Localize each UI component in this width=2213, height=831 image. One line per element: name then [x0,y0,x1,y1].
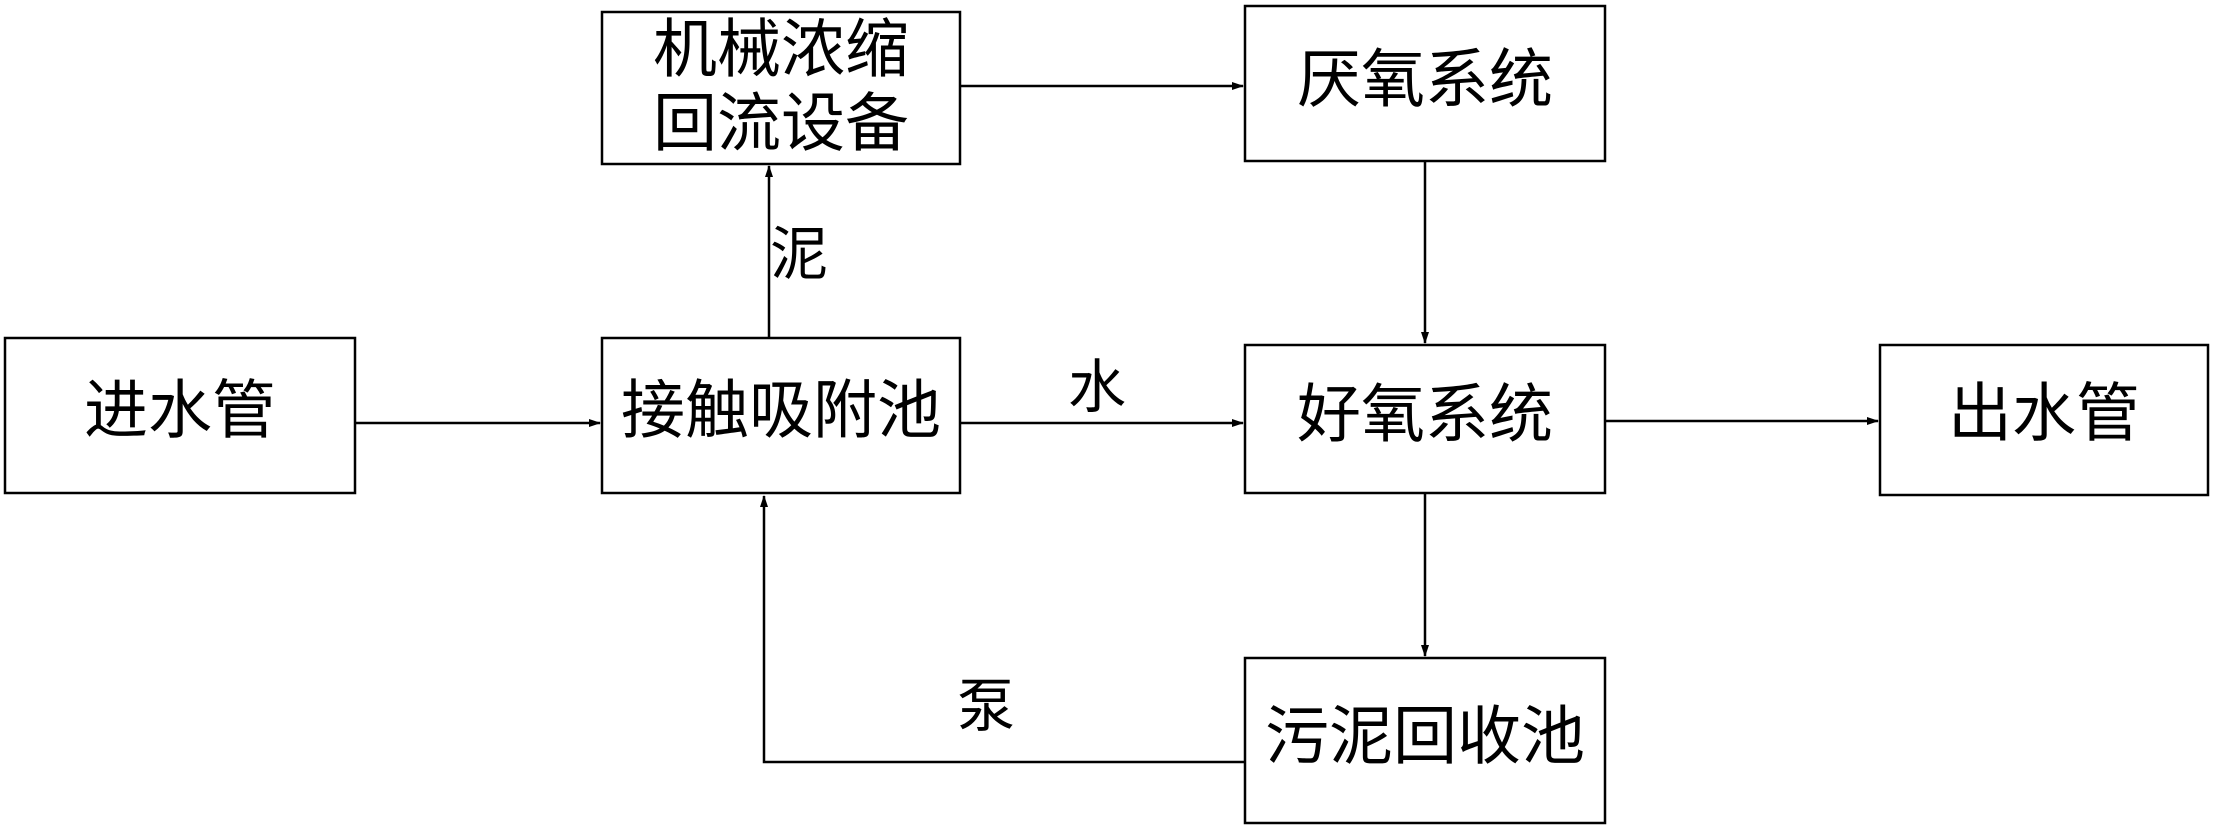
sludge-edge-label: 泥 [770,220,828,288]
outlet-pipe-label: 出水管 [1948,378,2140,452]
mechanical-thickening-label-line1: 机械浓缩 [653,14,909,88]
inlet-pipe-label: 进水管 [84,375,276,449]
node-inlet-pipe: 进水管 [3,336,357,495]
arrow-sludge-recovery-to-contact-tank [760,495,1245,764]
node-anaerobic-system: 厌氧系统 [1243,4,1607,163]
node-contact-adsorption-tank: 接触吸附池 [600,336,962,495]
water-edge-label: 水 [1068,353,1126,421]
node-outlet-pipe: 出水管 [1878,343,2210,497]
contact-adsorption-tank-label: 接触吸附池 [621,375,941,449]
mechanical-thickening-label-line2: 回流设备 [653,88,909,162]
node-mechanical-thickening-return-equipment: 机械浓缩 回流设备 [600,10,962,166]
sludge-recovery-tank-label: 污泥回收池 [1265,701,1585,775]
node-aerobic-system: 好氧系统 [1243,343,1607,495]
aerobic-system-label: 好氧系统 [1297,379,1553,453]
anaerobic-system-label: 厌氧系统 [1297,44,1553,118]
pump-edge-label: 泵 [957,672,1015,740]
node-sludge-recovery-tank: 污泥回收池 [1243,656,1607,825]
